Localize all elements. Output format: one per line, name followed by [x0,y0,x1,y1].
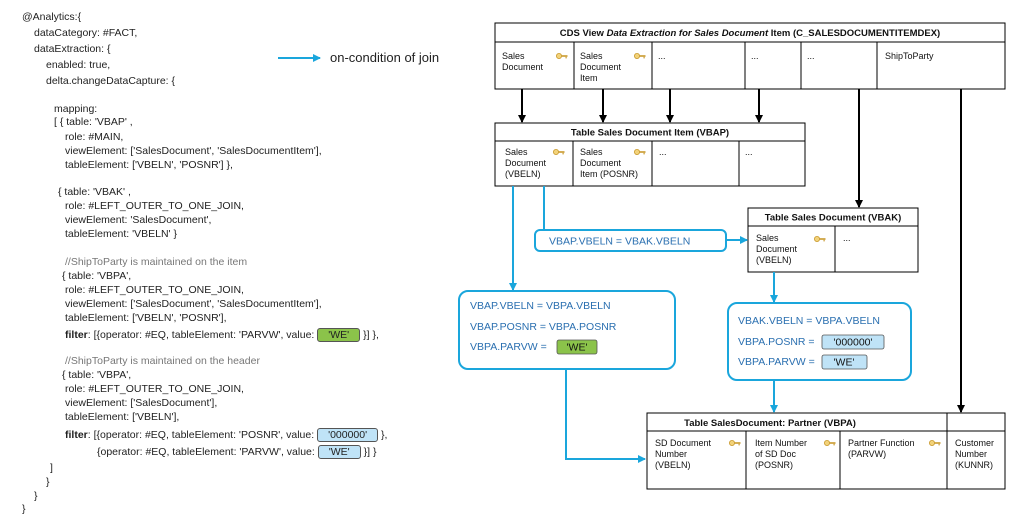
code-line: viewElement: 'SalesDocument', [65,214,212,226]
condition-text: VBAP.VBELN = VBAK.VBELN [549,236,690,248]
code-line: } [34,490,38,502]
code-line: tableElement: 'VBELN' } [65,228,177,240]
condition-text: VBPA.POSNR = [738,336,815,348]
legend: on-condition of join [278,50,439,65]
value-highlight-green [556,339,598,355]
join-condition-item: VBAP.VBELN = VBPA.VBELN VBAP.POSNR = VBP… [458,290,676,370]
vbpa-table: Table SalesDocument: Partner (VBPA) SD D… [646,412,1006,490]
filter-keyword: filter [65,429,88,441]
svg-text:Partner Function(PARVW): Partner Function(PARVW) [848,438,915,459]
cds-cell-ellipsis: ... [807,51,815,61]
mapping-arrows [518,89,965,413]
code-line: [ { table: 'VBAP' , [54,116,133,128]
filter-end: }, [381,429,388,441]
cds-cell-ellipsis: ... [658,51,666,61]
join-condition-header: VBAK.VBELN = VBPA.VBELN VBPA.POSNR = '00… [727,302,912,381]
code-line: filter: [{operator: #EQ, tableElement: '… [65,428,387,442]
value-highlight-blue: '000000' [317,428,379,442]
code-line: viewElement: ['SalesDocument'], [65,397,218,409]
condition-text: VBPA.PARVW = [470,341,547,353]
code-line: viewElement: ['SalesDocument', 'SalesDoc… [65,145,322,157]
code-line: dataExtraction: { [34,43,111,55]
code-line: delta.changeDataCapture: { [46,75,176,87]
svg-text:SalesDocument(VBELN): SalesDocument(VBELN) [756,233,798,265]
condition-value: 'WE' [834,357,855,369]
code-line: } [22,503,26,515]
code-line: { table: 'VBPA', [62,369,132,381]
condition-text: VBAK.VBELN = VBPA.VBELN [738,315,880,327]
code-line: enabled: true, [46,59,111,71]
code-line: role: #LEFT_OUTER_TO_ONE_JOIN, [65,383,244,395]
code-line: { table: 'VBAK' , [58,186,131,198]
filter-expression: : [{operator: #EQ, tableElement: 'POSNR'… [87,429,315,441]
filter-expression: {operator: #EQ, tableElement: 'PARVW', v… [97,446,315,458]
vbpa-title: Table SalesDocument: Partner (VBPA) [684,418,856,429]
code-line: filter: [{operator: #EQ, tableElement: '… [65,328,379,342]
vbap-cell-ellipsis: ... [745,147,753,157]
cds-cell-ship-to-party: ShipToParty [885,51,934,61]
filter-expression: : [{operator: #EQ, tableElement: 'PARVW'… [87,329,315,341]
code-line: dataCategory: #FACT, [34,27,138,39]
vbap-cell-ellipsis: ... [659,147,667,157]
code-comment: //ShipToParty is maintained on the item [65,256,248,268]
condition-value: '000000' [833,337,872,349]
code-line: role: #LEFT_OUTER_TO_ONE_JOIN, [65,200,244,212]
vbak-title: Table Sales Document (VBAK) [765,213,902,224]
svg-text:SalesDocumentItem (POSNR): SalesDocumentItem (POSNR) [580,147,638,179]
svg-text:SalesDocument: SalesDocument [502,51,544,72]
svg-text:SalesDocumentItem: SalesDocumentItem [580,51,622,83]
code-comment: //ShipToParty is maintained on the heade… [65,355,260,367]
code-line: } [46,476,50,488]
code-line: tableElement: ['VBELN', 'POSNR'] }, [65,159,233,171]
filter-end: }] } [363,446,377,458]
filter-keyword: filter [65,329,88,341]
code-line: viewElement: ['SalesDocument', 'SalesDoc… [65,298,322,310]
filter-end: }] }, [363,329,379,341]
join-line-vbap-vbpa [565,369,646,463]
value-highlight-blue: 'WE' [317,445,361,459]
code-line: role: #LEFT_OUTER_TO_ONE_JOIN, [65,284,244,296]
value-highlight-blue [821,354,868,370]
cds-view-table: CDS View Data Extraction for Sales Docum… [494,22,1006,90]
value-highlight-green: 'WE' [317,328,361,342]
code-line: @Analytics:{ [22,11,82,23]
vbak-cell-ellipsis: ... [843,233,851,243]
code-line: ] [50,462,53,474]
value-highlight-blue [821,334,885,350]
join-lines [509,186,778,463]
svg-text:SalesDocument(VBELN): SalesDocument(VBELN) [505,147,547,179]
condition-text: VBAP.VBELN = VBPA.VBELN [470,300,611,312]
code-line: mapping: [54,103,98,115]
condition-value: 'WE' [567,342,588,354]
vbap-title: Table Sales Document Item (VBAP) [571,128,729,139]
code-line: { table: 'VBPA', [62,270,132,282]
vbpa-cell-parvw: Partner Function(PARVW) [848,438,941,459]
join-condition-vbak: VBAP.VBELN = VBAK.VBELN [534,229,727,252]
code-line: {operator: #EQ, tableElement: 'PARVW', v… [97,445,376,459]
code-line: role: #MAIN, [65,131,124,143]
code-line: tableElement: ['VBELN'], [65,411,180,423]
condition-text: VBPA.PARVW = [738,356,815,368]
condition-text: VBAP.POSNR = VBPA.POSNR [470,321,617,333]
code-line: tableElement: ['VBELN', 'POSNR'], [65,312,227,324]
cds-view-title: CDS View Data Extraction for Sales Docum… [560,28,940,39]
cds-cell-ellipsis: ... [751,51,759,61]
legend-label: on-condition of join [330,50,439,65]
